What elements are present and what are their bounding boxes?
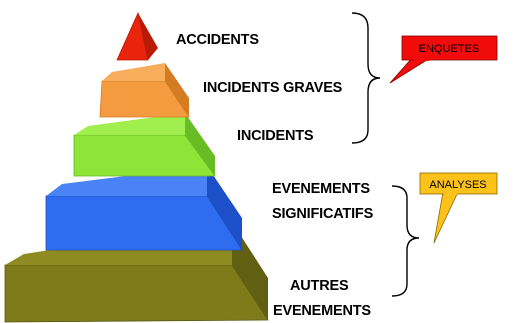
label-incidents: INCIDENTS <box>237 128 314 144</box>
pyramid-tier-incidents-graves <box>99 63 190 118</box>
label-evenements-line1: EVENEMENTS <box>272 181 370 197</box>
tier-right-side <box>165 63 189 117</box>
pyramid-tier-incidents <box>73 113 216 177</box>
callout-enquetes-box <box>401 35 498 61</box>
callout-enquetes-label: ENQUETES <box>419 43 480 55</box>
callout-analyses-tail <box>433 191 459 244</box>
label-autres-line2: EVENEMENTS <box>273 303 371 319</box>
tier-top <box>102 63 165 81</box>
tier-right-side <box>207 166 242 250</box>
callout-enquetes: ENQUETES <box>389 35 498 84</box>
pyramid-tier-evenements-significatifs <box>45 166 243 251</box>
callout-analyses-label: ANALYSES <box>429 179 486 191</box>
callout-analyses: ANALYSES <box>419 172 498 244</box>
tier-right-side <box>138 13 158 60</box>
label-accidents: ACCIDENTS <box>176 32 259 48</box>
brace-lower <box>391 185 420 297</box>
pyramid-tier-accidents <box>116 11 158 61</box>
label-evenements-line2: SIGNIFICATIFS <box>272 206 374 222</box>
label-incidents-graves: INCIDENTS GRAVES <box>203 80 343 96</box>
brace-upper <box>351 12 381 144</box>
tier-right-side <box>185 113 215 176</box>
tier-top <box>74 113 185 135</box>
label-autres-line1: AUTRES <box>290 278 349 294</box>
callout-enquetes-tail <box>389 57 432 84</box>
tier-face <box>4 264 269 323</box>
callout-analyses-box <box>419 172 498 195</box>
